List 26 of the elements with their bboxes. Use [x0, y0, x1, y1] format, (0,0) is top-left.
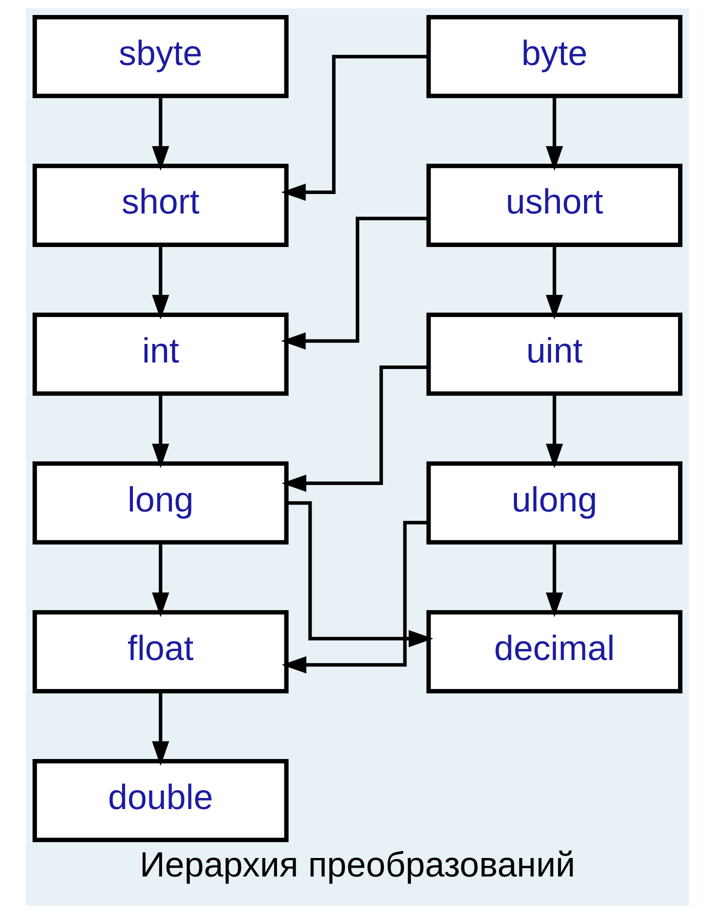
arrow: [281, 366, 428, 492]
arrow: [280, 216, 428, 350]
node-box: float: [32, 610, 288, 694]
node-box: uint: [426, 312, 682, 396]
arrow: [281, 520, 428, 674]
node-box: double: [32, 758, 288, 842]
arrow: [280, 54, 428, 201]
arrow: [545, 96, 563, 171]
arrow: [151, 96, 169, 171]
node-box: byte: [426, 15, 682, 98]
arrow: [151, 692, 169, 766]
node-box: ushort: [426, 164, 682, 247]
node-box: int: [32, 312, 288, 396]
caption: Иерархия преобразований: [139, 846, 575, 885]
arrow: [545, 394, 563, 468]
arrow: [545, 245, 563, 320]
arrow: [151, 542, 169, 618]
arrow: [151, 245, 169, 320]
node-box: sbyte: [32, 15, 288, 98]
arrow: [286, 501, 433, 648]
arrow: [545, 542, 563, 618]
node-box: ulong: [426, 461, 682, 545]
arrow: [151, 394, 169, 468]
node-box: long: [32, 461, 288, 545]
node-box: short: [32, 164, 288, 247]
node-box: decimal: [426, 610, 682, 694]
